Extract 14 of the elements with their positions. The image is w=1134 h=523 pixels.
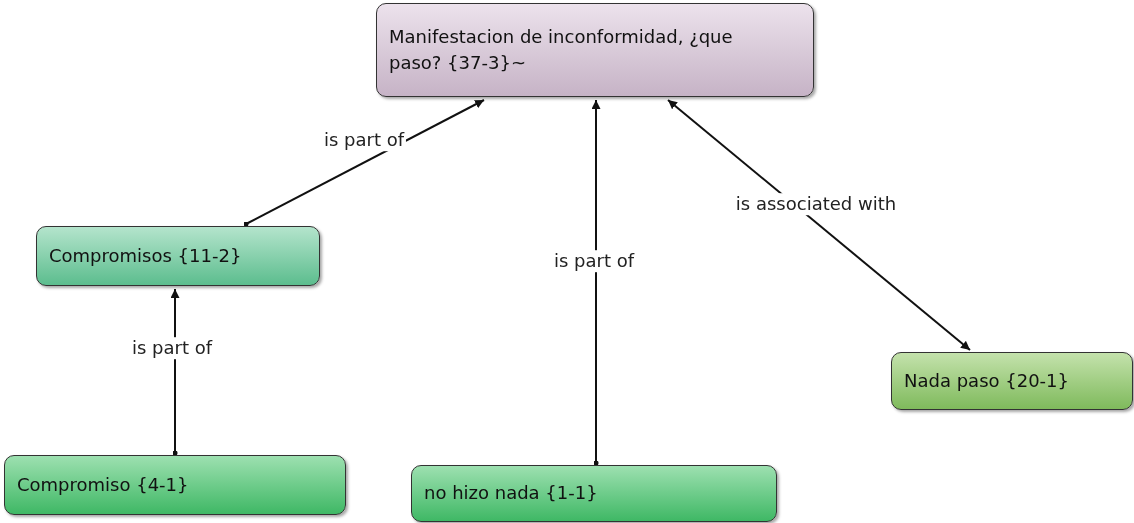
arrow (667, 99, 971, 351)
concept-box (4, 455, 346, 515)
node-text: Nada paso {20-1} (904, 368, 1069, 393)
node-text: Compromisos {11-2} (49, 243, 242, 268)
concept-box (36, 226, 320, 286)
node-text: Manifestacion de inconformidad, ¿que paso? {37-3}~ (389, 24, 734, 75)
concept-box (411, 465, 777, 522)
node-text: no hizo nada {1-1} (424, 481, 598, 506)
concept-box (891, 352, 1133, 410)
arrow (170, 288, 180, 456)
arrow (591, 99, 601, 466)
concept-box (376, 3, 814, 97)
arrow (243, 99, 485, 227)
node-text: Compromiso {4-1} (17, 472, 189, 497)
